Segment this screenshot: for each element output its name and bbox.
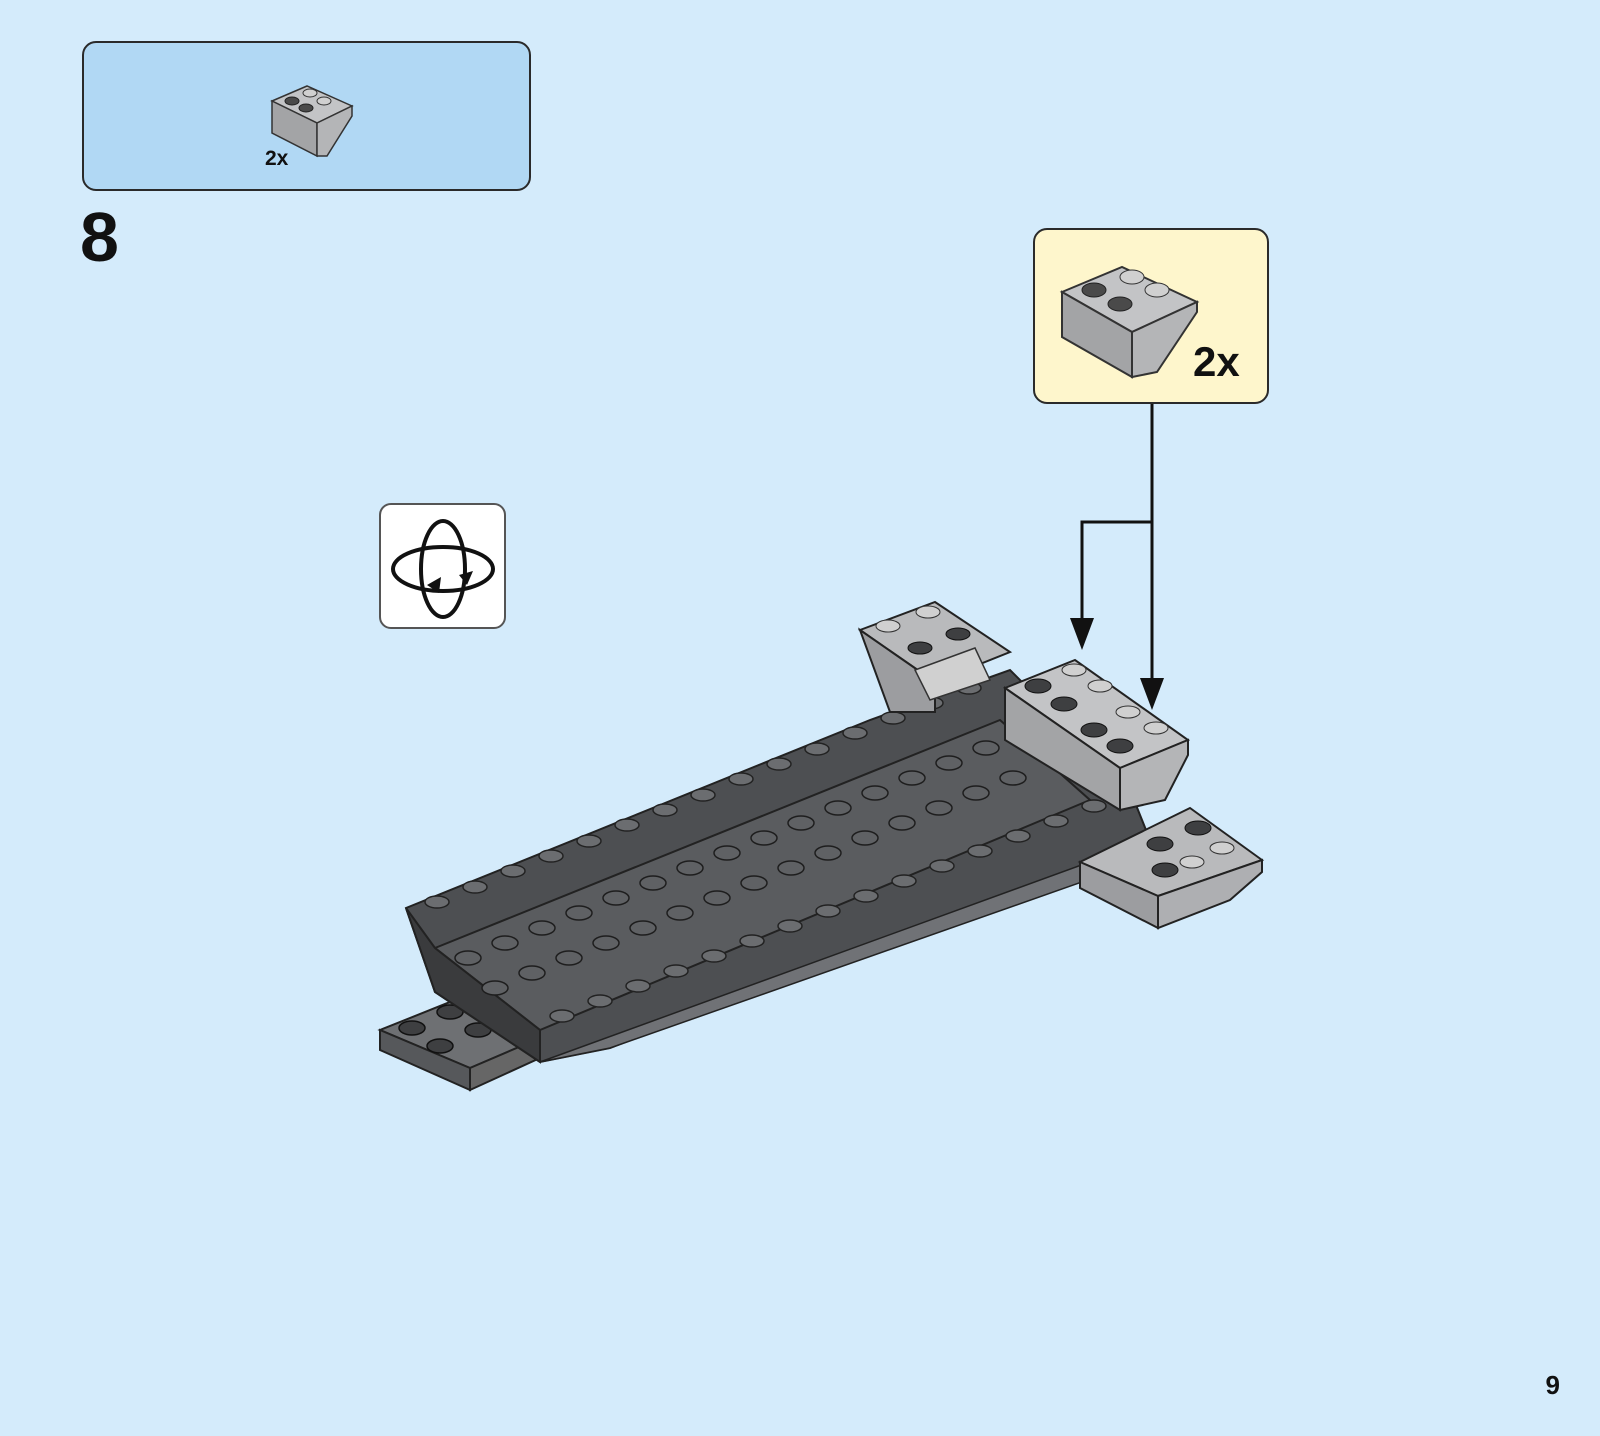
arrow-head-right: [1140, 678, 1164, 710]
arrow-head-left: [1070, 618, 1094, 650]
placement-arrows: [1082, 404, 1152, 680]
page-number: 9: [1546, 1370, 1560, 1401]
